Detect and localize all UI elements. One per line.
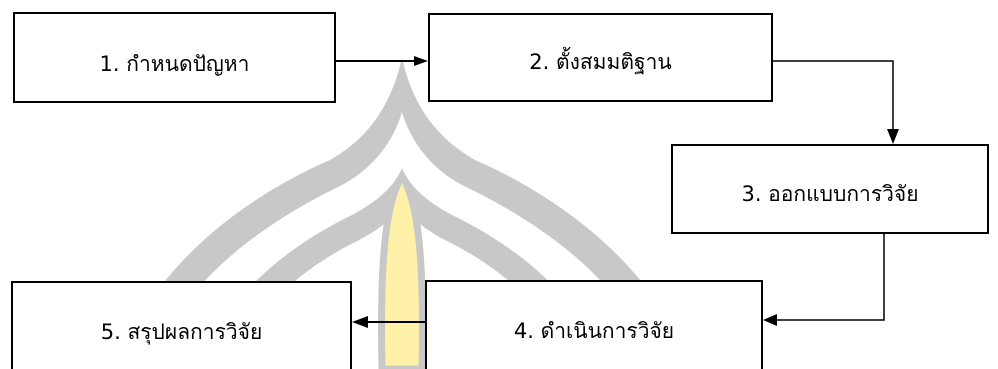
step-3-label: 3. ออกแบบการวิจัย: [741, 182, 919, 206]
watermark-flame: [378, 169, 426, 369]
arrow-step-1-to-2: [336, 56, 428, 66]
arrow-step-2-to-3: [773, 60, 899, 144]
step-1-label: 1. กำหนดปัญหา: [99, 52, 250, 76]
step-5-label: 5. สรุปผลการวิจัย: [100, 320, 263, 344]
step-2-box: 2. ตั้งสมมติฐาน: [428, 13, 773, 102]
step-4-box: 4. ดำเนินการวิจัย: [425, 280, 763, 369]
step-2-label: 2. ตั้งสมมติฐาน: [529, 50, 672, 74]
arrow-step-4-to-5: [352, 316, 425, 328]
step-4-label: 4. ดำเนินการวิจัย: [513, 319, 675, 343]
arrow-step-3-to-4: [763, 234, 885, 326]
step-3-box: 3. ออกแบบการวิจัย: [671, 144, 989, 234]
step-5-box: 5. สรุปผลการวิจัย: [11, 281, 352, 369]
step-1-box: 1. กำหนดปัญหา: [13, 12, 336, 103]
